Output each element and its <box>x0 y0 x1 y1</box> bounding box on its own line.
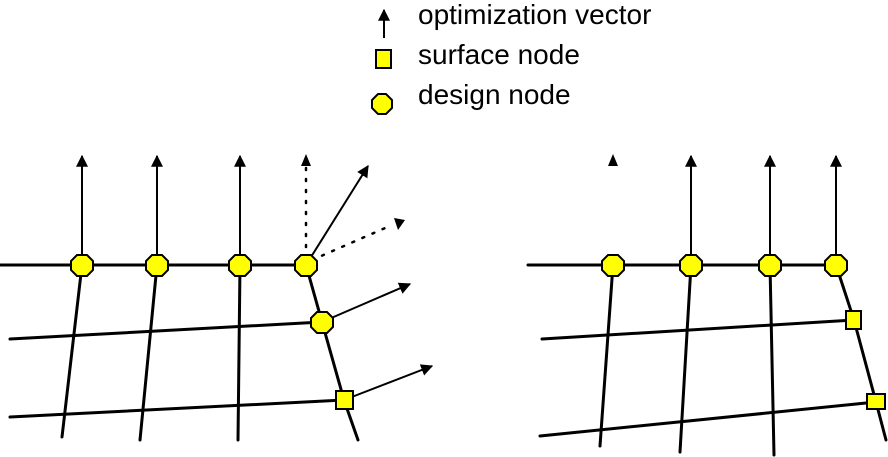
original-vector-dotted <box>310 223 394 262</box>
right-mesh <box>526 154 888 457</box>
optimization-vector <box>321 282 412 323</box>
design-node <box>70 254 94 277</box>
right-mesh-column-line <box>768 263 776 457</box>
right-mesh-column-line <box>678 263 693 454</box>
arrowhead <box>394 218 405 230</box>
surface-node <box>335 390 354 410</box>
legend-design-label: design node <box>418 79 571 110</box>
arrowhead <box>608 154 618 166</box>
design-node <box>145 254 169 277</box>
octagon-node-icon <box>371 93 393 115</box>
right-mesh-column-line <box>598 263 615 448</box>
legend: optimization vector surface node design … <box>371 0 651 115</box>
right-mesh-row-line <box>540 318 856 341</box>
legend-vector-item: optimization vector <box>378 0 651 38</box>
design-node <box>824 254 848 277</box>
optimization-vector <box>343 364 434 401</box>
left-mesh-column-line <box>236 263 242 442</box>
design-node <box>310 311 334 334</box>
left-mesh-boundary-line <box>304 263 360 442</box>
arrowhead <box>301 154 311 166</box>
right-mesh-boundary-line <box>834 263 888 442</box>
left-mesh <box>0 154 434 442</box>
surface-node <box>845 310 862 330</box>
left-mesh-row-line <box>8 320 324 341</box>
averaged-vector <box>305 164 369 266</box>
design-node <box>679 254 703 277</box>
legend-surface-label: surface node <box>418 39 580 70</box>
legend-vector-label: optimization vector <box>418 0 651 30</box>
square-node-icon <box>375 49 392 69</box>
legend-design-item: design node <box>371 79 571 115</box>
design-node <box>758 254 782 277</box>
design-node <box>601 254 625 277</box>
left-mesh-row-line <box>8 398 346 419</box>
design-node <box>294 254 318 277</box>
design-node <box>228 254 252 277</box>
surface-node <box>866 393 886 410</box>
left-mesh-column-line <box>138 263 159 442</box>
legend-surface-item: surface node <box>375 39 580 70</box>
left-mesh-column-line <box>60 263 84 439</box>
right-mesh-row-line <box>538 400 878 438</box>
